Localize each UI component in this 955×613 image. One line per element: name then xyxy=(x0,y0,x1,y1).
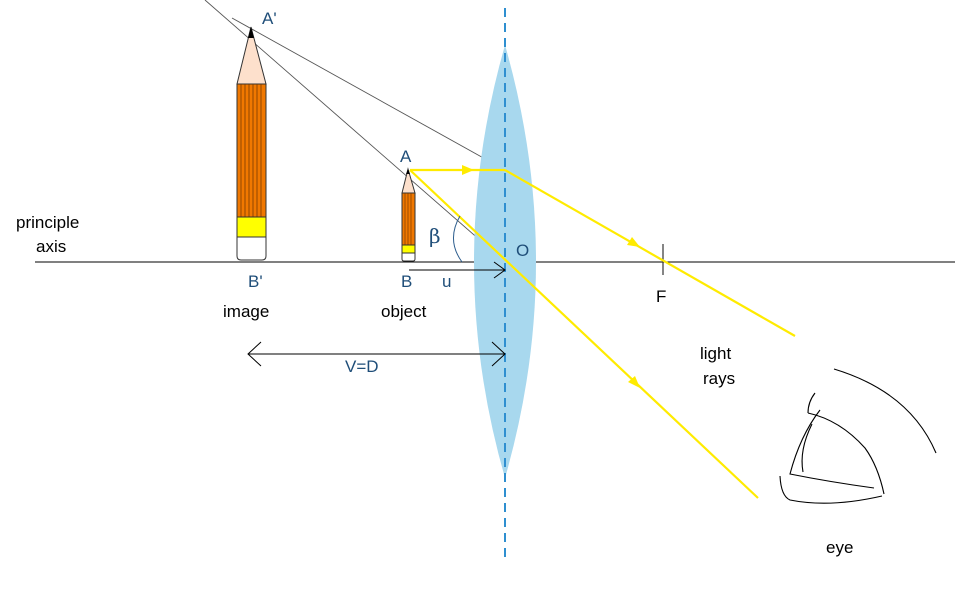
image-base-label: B' xyxy=(248,272,263,291)
arrowhead-3 xyxy=(628,376,640,388)
object-pencil-eraser xyxy=(401,252,416,262)
ray-refracted-through-focus xyxy=(504,169,796,337)
image-caption: image xyxy=(223,302,269,321)
light-rays-label-line2: rays xyxy=(703,369,735,388)
ray-through-center xyxy=(409,169,759,499)
image-pencil-eraser xyxy=(236,236,267,261)
object-base-label: B xyxy=(401,272,412,291)
image-top-label: A' xyxy=(262,9,277,28)
focal-point-label: F xyxy=(656,287,666,306)
eye-lower-lid xyxy=(779,475,883,504)
eyebrow-line xyxy=(833,368,937,454)
object-pencil xyxy=(401,167,416,262)
optical-center-label: O xyxy=(516,241,529,260)
object-pencil-body xyxy=(401,192,416,246)
image-pencil-lead xyxy=(248,27,254,38)
image-distance-label: V=D xyxy=(345,357,379,376)
angle-beta-arc xyxy=(453,215,463,263)
eye-drawing xyxy=(779,368,937,504)
arrowhead-2 xyxy=(627,237,640,247)
principle-axis-label-line2: axis xyxy=(36,237,66,256)
object-pencil-lead xyxy=(406,169,410,174)
virtual-ray-through-focus xyxy=(231,17,506,171)
image-distance-arrow xyxy=(247,341,506,367)
eye-caption: eye xyxy=(826,538,853,557)
light-rays xyxy=(409,168,796,499)
eye-lash xyxy=(807,392,816,414)
angle-beta-label: β xyxy=(429,224,441,248)
convex-lens xyxy=(474,45,536,478)
object-distance-arrow xyxy=(409,261,506,279)
object-caption: object xyxy=(381,302,427,321)
image-pencil xyxy=(236,26,267,261)
object-top-label: A xyxy=(400,147,412,166)
image-pencil-band xyxy=(236,216,267,238)
object-distance-label: u xyxy=(442,272,451,291)
eye-upper-lid xyxy=(807,412,885,495)
arrowhead-1 xyxy=(462,165,474,175)
eye-ball xyxy=(789,409,875,489)
object-pencil-band xyxy=(401,244,416,254)
light-rays-label-line1: light xyxy=(700,344,731,363)
ray-arrowheads xyxy=(462,165,640,388)
principle-axis-label-line1: principle xyxy=(16,213,79,232)
eye-pupil xyxy=(801,423,813,473)
